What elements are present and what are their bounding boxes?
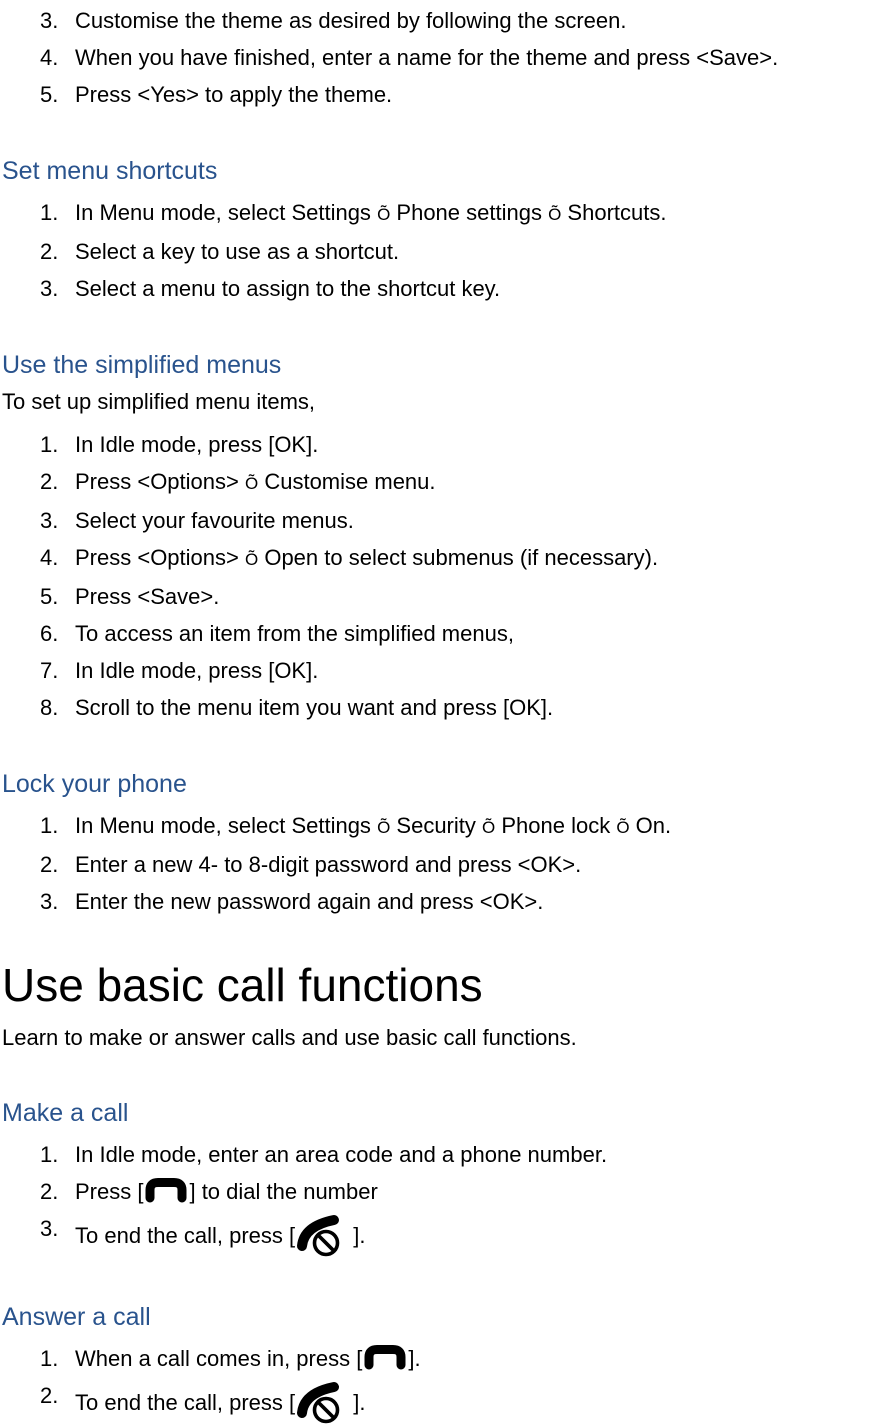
list-item-text: Enter the new password again and press <… [75, 889, 544, 914]
list-item-number: 5. [40, 584, 59, 609]
list-item: 8. Scroll to the menu item you want and p… [2, 691, 874, 725]
list-item-text: In Idle mode, press [OK]. [75, 432, 319, 457]
arrow-separator: Õ [244, 474, 259, 493]
list-item-text: In Idle mode, enter an area code and a p… [75, 1142, 608, 1167]
list-item-text: To end the call, press [ ]. [75, 1382, 365, 1424]
list-item-number: 5. [40, 82, 59, 107]
list-item-text: Select your favourite menus. [75, 508, 354, 533]
list-item-number: 1. [40, 1346, 59, 1371]
end-call-key-icon [295, 1212, 347, 1258]
list-item-text: Press <Yes> to apply the theme. [75, 82, 393, 107]
list-item-number: 1. [40, 813, 59, 838]
ordered-list: 1. When a call comes in, press []. 2. To en… [2, 1342, 874, 1425]
dial-key-icon [362, 1344, 408, 1371]
list-item: 1. In Idle mode, enter an area code and a… [2, 1138, 874, 1172]
list-item-text: Select a menu to assign to the shortcut … [75, 276, 501, 301]
arrow-separator: Õ [616, 818, 630, 837]
list-item-text: When you have finished, enter a name for… [75, 45, 779, 70]
list-item-text: To access an item from the simplified me… [75, 621, 514, 646]
section-heading: Lock your phone [2, 770, 187, 798]
list-item-text: In Idle mode, press [OK]. [75, 658, 319, 683]
list-item-text: Press <Options> Õ Customise menu. [75, 469, 436, 494]
list-item-number: 2. [40, 469, 59, 494]
list-item: 7. In Idle mode, press [OK]. [2, 654, 874, 688]
list-item-number: 1. [40, 432, 59, 457]
list-item-text: Customise the theme as desired by follow… [75, 8, 627, 33]
list-item-number: 2. [40, 1179, 59, 1204]
list-item: 3. Customise the theme as desired by foll… [2, 4, 874, 38]
list-item: 2. Press <Options> Õ Customise menu. [2, 465, 874, 501]
list-item-number: 7. [40, 658, 59, 683]
list-item-text: Scroll to the menu item you want and pre… [75, 695, 554, 720]
section-heading: Answer a call [2, 1303, 151, 1331]
list-item-text: Enter a new 4- to 8-digit password and p… [75, 852, 582, 877]
arrow-separator: Õ [482, 818, 496, 837]
list-item-text: Press <Options> Õ Open to select submenu… [75, 545, 659, 570]
list-item: 2. Press [] to dial the number [2, 1175, 874, 1209]
list-item-number: 1. [40, 200, 59, 225]
ordered-list: 1. In Menu mode, select Settings Õ Phone … [2, 196, 874, 306]
list-item-number: 4. [40, 545, 59, 570]
list-item: 4. Press <Options> Õ Open to select subme… [2, 541, 874, 577]
list-item-number: 3. [40, 889, 59, 914]
section-heading: Set menu shortcuts [2, 157, 218, 185]
page-title: Use basic call functions [2, 959, 483, 1011]
list-item: 3. Enter the new password again and press… [2, 885, 874, 919]
list-item: 1. In Menu mode, select Settings Õ Phone … [2, 196, 874, 232]
list-item-number: 3. [40, 276, 59, 301]
list-item: 3. To end the call, press [ ]. [2, 1212, 874, 1258]
section-heading: Make a call [2, 1099, 129, 1127]
list-item: 6. To access an item from the simplified … [2, 617, 874, 651]
list-item-text: To end the call, press [ ]. [75, 1215, 365, 1257]
paragraph: To set up simplified menu items, [2, 389, 316, 414]
section-heading: Use the simplified menus [2, 351, 282, 379]
list-item: 5. Press <Save>. [2, 580, 874, 614]
list-item-number: 1. [40, 1142, 59, 1167]
list-item-text: Select a key to use as a shortcut. [75, 239, 400, 264]
list-item-number: 8. [40, 695, 59, 720]
list-item-number: 2. [40, 852, 59, 877]
list-item-number: 3. [40, 8, 59, 33]
list-item-number: 3. [40, 508, 59, 533]
list-item-text: When a call comes in, press []. [75, 1344, 421, 1371]
list-item-text: In Menu mode, select Settings Õ Phone se… [75, 200, 667, 225]
list-item-text: Press [] to dial the number [75, 1177, 378, 1204]
list-item-text: Press <Save>. [75, 584, 220, 609]
ordered-list: 3. Customise the theme as desired by foll… [2, 4, 874, 112]
dial-key-icon [143, 1177, 189, 1204]
paragraph: Learn to make or answer calls and use ba… [2, 1025, 577, 1050]
list-item-number: 3. [40, 1216, 59, 1241]
list-item: 3. Select your favourite menus. [2, 504, 874, 538]
list-item-number: 2. [40, 239, 59, 264]
list-item: 2. To end the call, press [ ]. [2, 1379, 874, 1425]
list-item: 1. In Idle mode, press [OK]. [2, 428, 874, 462]
end-call-key-icon [295, 1379, 347, 1425]
list-item: 1. In Menu mode, select Settings Õ Securi… [2, 809, 874, 845]
list-item: 4. When you have finished, enter a name f… [2, 41, 874, 75]
list-item: 2. Select a key to use as a shortcut. [2, 235, 874, 269]
list-item-text: In Menu mode, select Settings Õ Security… [75, 813, 672, 838]
list-item-number: 4. [40, 45, 59, 70]
arrow-separator: Õ [548, 205, 562, 224]
list-item-number: 2. [40, 1383, 59, 1408]
arrow-separator: Õ [377, 818, 391, 837]
list-item-number: 6. [40, 621, 59, 646]
ordered-list: 1. In Idle mode, enter an area code and a… [2, 1138, 874, 1258]
list-item: 3. Select a menu to assign to the shortcu… [2, 272, 874, 306]
list-item: 2. Enter a new 4- to 8-digit password and… [2, 848, 874, 882]
arrow-separator: Õ [377, 205, 391, 224]
ordered-list: 1. In Idle mode, press [OK]. 2. Press <Opti… [2, 428, 874, 725]
list-item: 1. When a call comes in, press []. [2, 1342, 874, 1376]
list-item: 5. Press <Yes> to apply the theme. [2, 78, 874, 112]
ordered-list: 1. In Menu mode, select Settings Õ Securi… [2, 809, 874, 919]
arrow-separator: Õ [244, 550, 259, 569]
